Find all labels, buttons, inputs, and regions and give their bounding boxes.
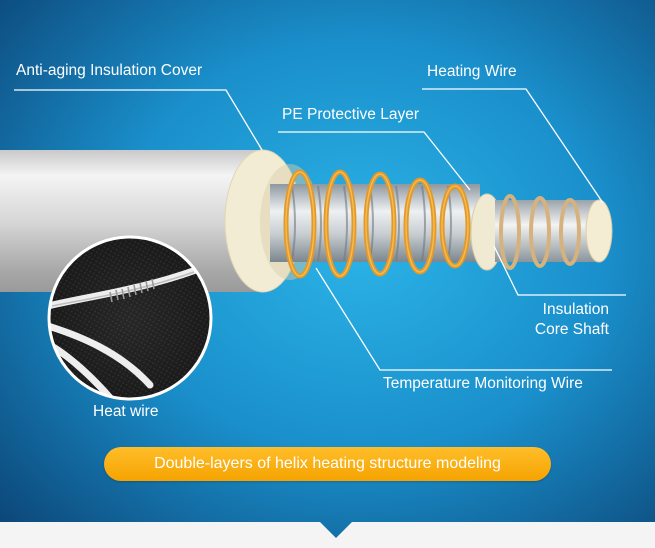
leader-insulation-cover <box>14 89 263 151</box>
label-core-shaft-1: Insulation <box>542 301 609 318</box>
leader-core-shaft <box>493 245 626 296</box>
label-pe-layer: PE Protective Layer <box>282 106 419 123</box>
label-insulation-cover: Anti-aging Insulation Cover <box>16 62 203 79</box>
label-heat-wire: Heat wire <box>93 403 159 420</box>
leader-lines <box>14 88 626 371</box>
banner: Double-layers of helix heating structure… <box>104 447 551 481</box>
leader-temp-wire <box>315 267 612 371</box>
inset-photo <box>50 238 210 398</box>
inner-helix <box>499 194 581 270</box>
core-shaft-end <box>585 199 613 263</box>
pe-protective-layer <box>270 184 480 262</box>
label-core-shaft-2: Core Shaft <box>534 321 609 338</box>
cable-jacket <box>0 150 262 292</box>
label-heating-wire: Heating Wire <box>427 63 517 80</box>
leader-heating-wire <box>422 88 604 204</box>
bottom-strip <box>0 522 655 548</box>
leader-pe-layer <box>278 131 471 191</box>
coil-segment <box>109 278 155 303</box>
label-temp-wire: Temperature Monitoring Wire <box>383 375 583 392</box>
